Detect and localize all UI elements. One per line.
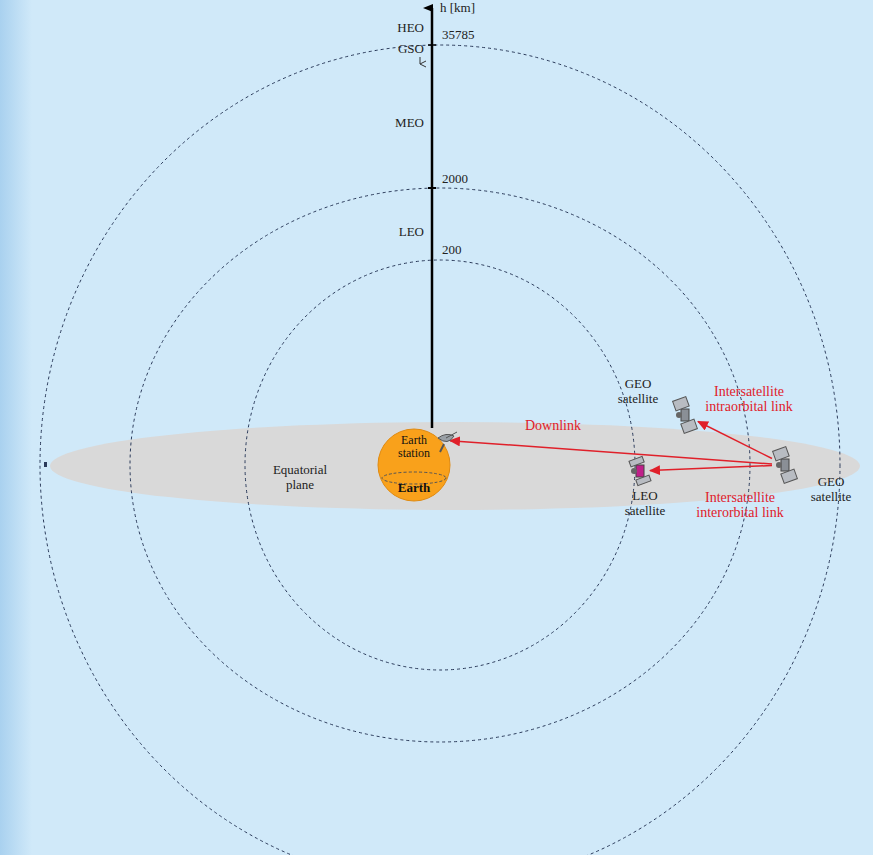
tick [44,462,47,467]
orbit-class: HEO [397,20,424,35]
satellite-icon [672,398,698,432]
orbit-class: GSO [398,41,424,56]
altitude-value: 35785 [440,27,477,42]
link-arrow [450,441,772,464]
satellite-icon [772,448,798,482]
meo-boundary [130,188,750,742]
earth-circle: Earth stationEarth [378,428,450,502]
link-label: Intersatellite interorbital link [690,490,790,520]
gso-orbit [40,45,840,855]
axis-tick [428,187,436,189]
plane-label: Equatorial plane [258,462,342,492]
leo-boundary [245,260,635,670]
satellite-label: GEO satellite [800,474,862,504]
satellite-label: GEO satellite [608,376,668,406]
link-label: Intersatellite intraorbital link [700,384,798,414]
satellite-label: LEO satellite [615,488,675,518]
gso-pointer [420,57,421,64]
link-arrow [650,466,772,471]
geo-satellite: GEO satellite [672,398,698,432]
station-label: Earth station [392,434,436,460]
satellite-icon [630,458,650,484]
earth-label: Earth [392,481,436,494]
earth-station-dish [438,432,457,452]
altitude-value: 200 [440,242,464,257]
geo-satellite: GEO satellite [772,448,798,482]
axis-tick [428,44,436,46]
leo-satellite: LEO satellite [630,458,650,484]
link-arrow [698,422,772,459]
altitude-axis [431,8,434,428]
orbit-class: MEO [395,115,424,130]
side-strip [0,0,32,855]
altitude-value: 2000 [440,171,470,186]
orbit-class: LEO [399,224,424,239]
link-label: Downlink [518,418,588,433]
axis-title: h [km] [440,0,475,15]
